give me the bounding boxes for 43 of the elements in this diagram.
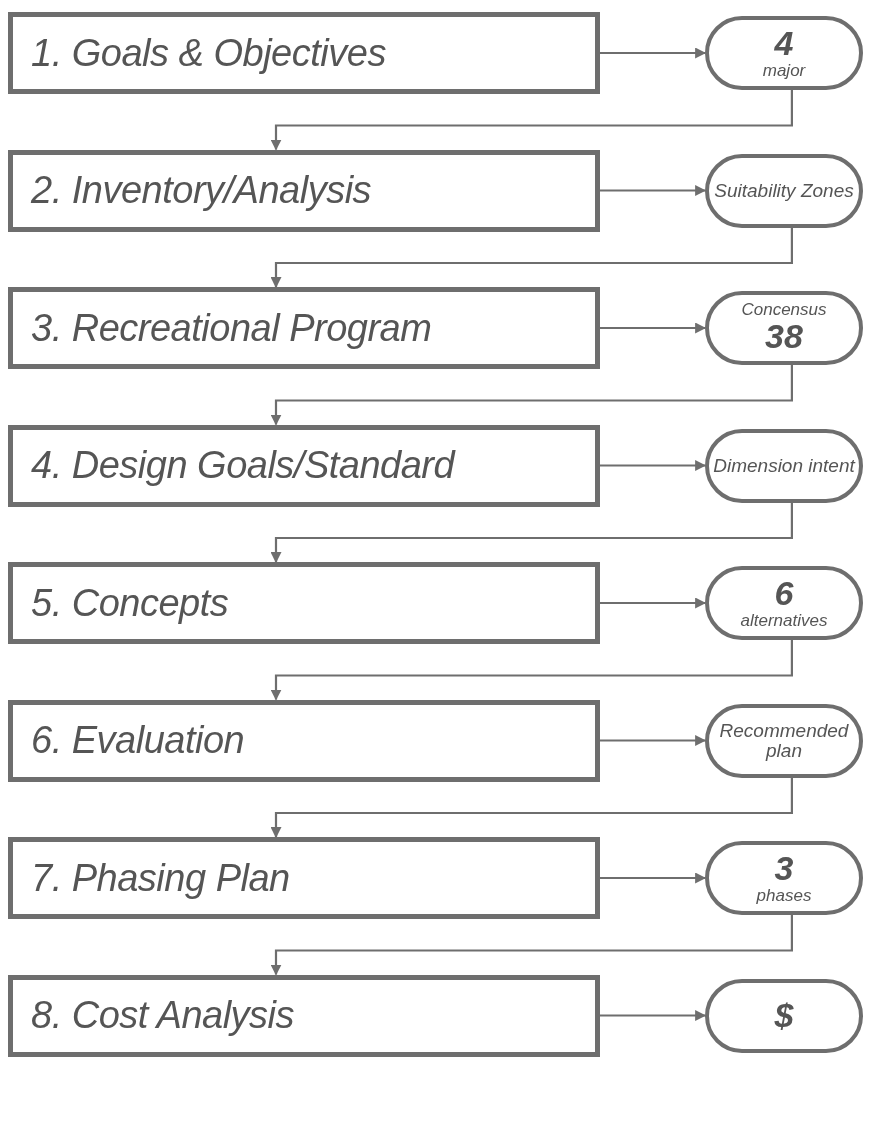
- step-label: 5. Concepts: [31, 581, 230, 625]
- arrow: [600, 47, 707, 59]
- process-box: [8, 699, 600, 782]
- arrow: [270, 227, 793, 289]
- arrow: [600, 460, 707, 471]
- result-text: 4: [774, 26, 794, 62]
- arrow: [270, 90, 793, 151]
- step-label: 6. Evaluation: [31, 719, 246, 762]
- step-label: 4. Design Goals/Standard: [31, 444, 457, 487]
- step-label: 8. Cost Analysis: [31, 994, 296, 1037]
- step-label: 7. Phasing Plan: [31, 856, 291, 900]
- step-label: 1. Goals & Objectives: [31, 31, 387, 75]
- result-text: major: [762, 61, 806, 80]
- arrow: [270, 915, 793, 976]
- result-text: Dimension intent: [713, 455, 855, 476]
- process-box: [8, 424, 600, 507]
- result-text: Recommended plan: [718, 720, 850, 761]
- arrow: [600, 735, 707, 746]
- result-text: 38: [765, 319, 803, 355]
- arrow: [600, 185, 707, 196]
- process-box: [8, 974, 600, 1057]
- arrow: [600, 1010, 707, 1021]
- result-text: alternatives: [740, 611, 828, 630]
- arrow: [600, 597, 707, 609]
- process-box: [8, 562, 600, 644]
- result-text: 3: [774, 851, 794, 887]
- result-text: Concensus: [741, 301, 827, 320]
- process-box: [8, 12, 600, 94]
- arrow: [270, 777, 793, 839]
- arrow: [270, 502, 793, 564]
- process-box: [8, 287, 600, 369]
- arrow: [600, 322, 707, 334]
- step-label: 3. Recreational Program: [31, 306, 433, 350]
- process-box: [8, 837, 600, 919]
- arrow: [270, 365, 793, 426]
- result-text: $: [774, 997, 794, 1034]
- result-text: 6: [774, 576, 794, 612]
- result-text: Suitability Zones: [714, 180, 854, 201]
- arrow: [600, 872, 707, 884]
- arrow: [270, 640, 793, 701]
- step-label: 2. Inventory/Analysis: [31, 169, 373, 212]
- process-box: [8, 149, 600, 232]
- result-text: phases: [756, 886, 812, 905]
